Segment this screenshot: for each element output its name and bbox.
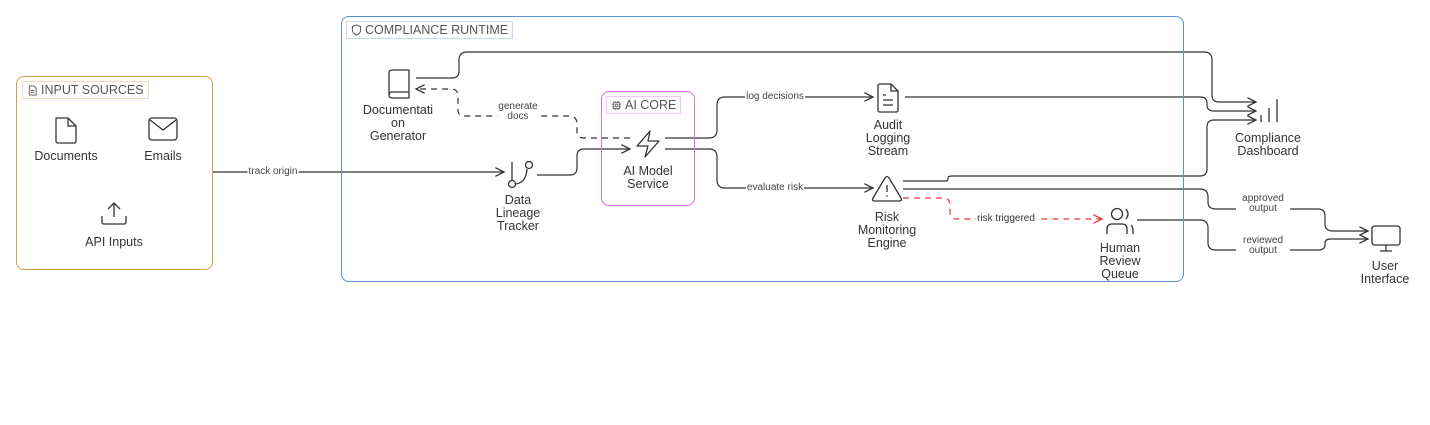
node-risk-monitoring-label: Risk Monitoring Engine	[857, 210, 917, 250]
edge-label-log-decisions: log decisions	[745, 91, 805, 102]
edge-label-risk-triggered: risk triggered	[976, 213, 1036, 224]
node-api-inputs-label: API Inputs	[85, 235, 143, 249]
node-audit-logging-label: Audit Logging Stream	[865, 118, 911, 158]
node-ai-model-label: AI Model Service	[623, 164, 673, 191]
monitor-icon	[1371, 225, 1401, 253]
node-documents-label: Documents	[34, 149, 98, 163]
alert-triangle-icon	[871, 175, 903, 203]
node-doc-generator-label: Documentati on Generator	[362, 103, 434, 143]
edge-label-reviewed-output: reviewed output	[1241, 235, 1285, 256]
upload-icon	[101, 201, 127, 225]
edge-label-track-origin: track origin	[247, 166, 299, 177]
users-icon	[1104, 207, 1136, 235]
shield-icon	[351, 24, 362, 36]
file-icon	[53, 116, 79, 144]
group-label-compliance-runtime: COMPLIANCE RUNTIME	[346, 21, 514, 39]
cpu-icon	[611, 100, 622, 111]
group-label-input-sources: INPUT SOURCES	[22, 81, 149, 99]
git-branch-icon	[505, 160, 535, 190]
edge-risk-triggered	[903, 197, 1102, 219]
edge-docgen-to-dashboard	[416, 51, 1256, 102]
edge-label-generate-docs: generate docs	[497, 101, 539, 122]
mail-icon	[148, 117, 178, 141]
node-user-interface-label: User Interface	[1360, 259, 1410, 286]
group-label-ai-core: AI CORE	[606, 96, 682, 114]
group-compliance-runtime	[341, 16, 1184, 282]
node-human-review-label: Human Review Queue	[1099, 241, 1141, 281]
file-lines-icon	[875, 83, 901, 113]
book-icon	[386, 68, 412, 100]
node-compliance-dashboard-label: Compliance Dashboard	[1234, 131, 1302, 158]
edge-lineage-to-ai	[537, 149, 630, 176]
edge-label-evaluate-risk: evaluate risk	[745, 182, 805, 193]
edge-log-decisions	[665, 97, 873, 139]
node-data-lineage-label: Data Lineage Tracker	[495, 193, 541, 233]
edge-risk-to-dashboard	[903, 120, 1256, 182]
zap-icon	[633, 129, 663, 159]
bar-chart-icon	[1258, 98, 1280, 124]
node-emails-label: Emails	[144, 149, 182, 163]
edge-approved-output	[903, 188, 1368, 231]
group-input-sources	[16, 76, 213, 270]
edge-label-approved-output: approved output	[1241, 193, 1285, 214]
edge-evaluate-risk	[665, 148, 873, 188]
group-ai-core	[601, 91, 695, 206]
edge-audit-to-dashboard	[905, 96, 1256, 111]
file-text-icon	[27, 84, 38, 96]
edge-reviewed-output	[1137, 219, 1368, 251]
